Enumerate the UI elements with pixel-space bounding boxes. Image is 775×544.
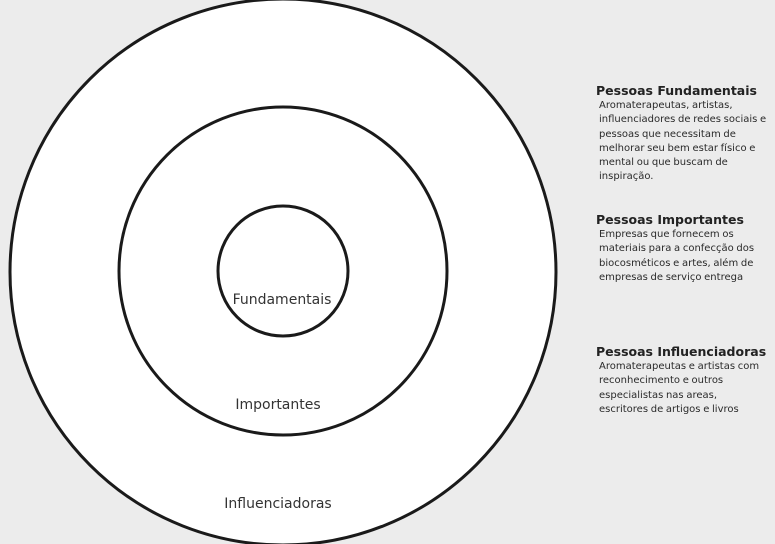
legend-title: Pessoas Fundamentais <box>596 83 757 98</box>
legend-fundamentais: Pessoas Fundamentais Aromaterapeutas, ar… <box>596 83 768 185</box>
legend-description: Empresas que fornecem os materiais para … <box>599 229 755 283</box>
inner-circle-label: Fundamentais <box>233 292 332 308</box>
legend-influenciadoras: Pessoas Influenciadoras Aromaterapeutas … <box>596 344 768 417</box>
legend-description: Aromaterapeutas, artistas, influenciador… <box>599 100 767 183</box>
legend-title: Pessoas Importantes <box>596 212 744 227</box>
legend-description: Aromaterapeutas e artistas com reconheci… <box>599 361 760 415</box>
middle-circle-label: Importantes <box>235 397 320 413</box>
legend-title: Pessoas Influenciadoras <box>596 344 767 359</box>
inner-circle-fundamentais <box>216 204 350 338</box>
outer-circle-label: Influenciadoras <box>224 496 331 512</box>
legend-importantes: Pessoas Importantes Empresas que fornece… <box>596 212 768 285</box>
